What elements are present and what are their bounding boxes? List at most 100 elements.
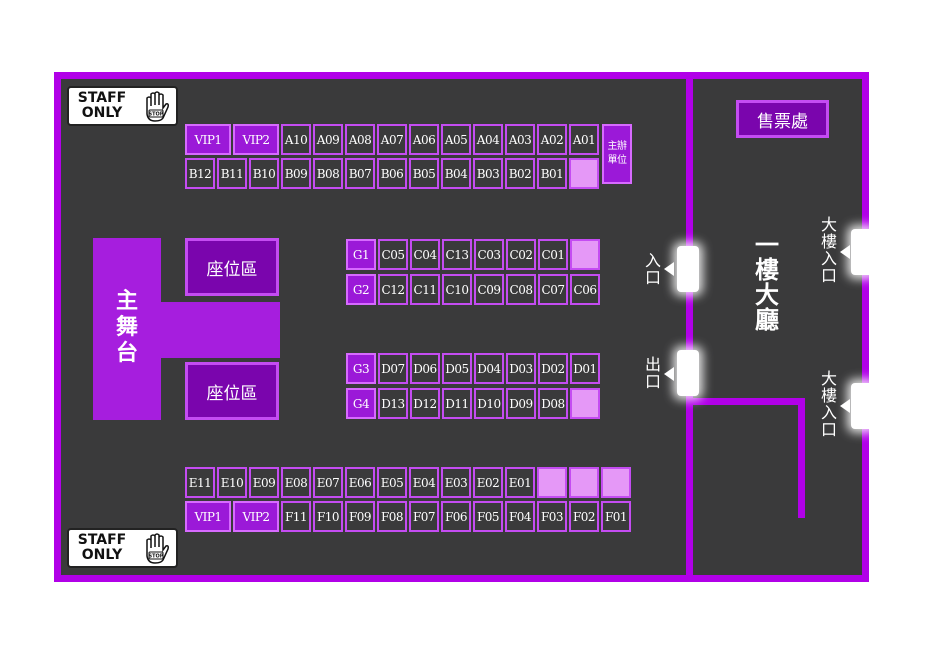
lobby-partition-horizontal <box>693 398 805 405</box>
seat[interactable]: D01 <box>570 353 600 384</box>
seat[interactable]: B06 <box>377 158 407 189</box>
seat[interactable]: C12 <box>378 274 408 305</box>
staff-sign-line2: ONLY <box>81 105 123 121</box>
seat[interactable] <box>569 158 599 189</box>
seat[interactable]: C04 <box>410 239 440 270</box>
seat[interactable]: A07 <box>377 124 407 155</box>
seat[interactable]: B12 <box>185 158 215 189</box>
seat[interactable]: E09 <box>249 467 279 498</box>
seat[interactable]: C13 <box>442 239 472 270</box>
seat[interactable]: D09 <box>506 388 536 419</box>
seat[interactable]: VIP1 <box>185 124 231 155</box>
seat[interactable]: F11 <box>281 501 311 532</box>
building-entrance-arrow-icon-bottom <box>840 399 850 413</box>
seat[interactable]: C02 <box>506 239 536 270</box>
seat[interactable] <box>601 467 631 498</box>
seat[interactable]: A05 <box>441 124 471 155</box>
seat[interactable]: A10 <box>281 124 311 155</box>
seat[interactable]: B05 <box>409 158 439 189</box>
seat[interactable]: D05 <box>442 353 472 384</box>
seating-zone-upper[interactable]: 座位區 <box>185 238 279 296</box>
seat[interactable] <box>570 239 600 270</box>
seat[interactable]: G1 <box>346 239 376 270</box>
seat[interactable]: G4 <box>346 388 376 419</box>
seat[interactable]: C05 <box>378 239 408 270</box>
stop-hand-text: STOP <box>149 554 164 560</box>
stop-hand-text: STOP <box>149 112 164 118</box>
seat[interactable]: F07 <box>409 501 439 532</box>
seat[interactable] <box>570 388 600 419</box>
seat[interactable]: D06 <box>410 353 440 384</box>
seat[interactable]: B04 <box>441 158 471 189</box>
seat[interactable]: C06 <box>570 274 600 305</box>
main-stage <box>93 238 161 420</box>
building-entrance-door-bottom[interactable] <box>851 383 873 429</box>
seat[interactable]: F02 <box>569 501 599 532</box>
seat[interactable]: F04 <box>505 501 535 532</box>
seat[interactable]: B02 <box>505 158 535 189</box>
seat[interactable]: D10 <box>474 388 504 419</box>
seat[interactable]: F06 <box>441 501 471 532</box>
seat[interactable]: F10 <box>313 501 343 532</box>
seat[interactable]: A06 <box>409 124 439 155</box>
seat[interactable]: A08 <box>345 124 375 155</box>
seat[interactable]: A04 <box>473 124 503 155</box>
seat[interactable]: C07 <box>538 274 568 305</box>
seat[interactable]: E11 <box>185 467 215 498</box>
seat[interactable]: D11 <box>442 388 472 419</box>
seat[interactable]: C11 <box>410 274 440 305</box>
seat[interactable]: B01 <box>537 158 567 189</box>
seat[interactable]: A09 <box>313 124 343 155</box>
seat[interactable]: A02 <box>537 124 567 155</box>
seat[interactable]: E07 <box>313 467 343 498</box>
seat[interactable]: B07 <box>345 158 375 189</box>
seat[interactable]: C10 <box>442 274 472 305</box>
seat[interactable]: D12 <box>410 388 440 419</box>
seat[interactable]: E02 <box>473 467 503 498</box>
seat[interactable]: E03 <box>441 467 471 498</box>
seat[interactable]: E10 <box>217 467 247 498</box>
lobby-title: 一樓大廳 <box>755 230 779 334</box>
entrance-door[interactable] <box>677 246 699 292</box>
building-entrance-door-top[interactable] <box>851 229 873 275</box>
seat[interactable]: D13 <box>378 388 408 419</box>
seat[interactable]: B08 <box>313 158 343 189</box>
seat[interactable] <box>537 467 567 498</box>
seat[interactable]: VIP2 <box>233 124 279 155</box>
seat[interactable]: D08 <box>538 388 568 419</box>
seat[interactable]: F08 <box>377 501 407 532</box>
seat[interactable]: A01 <box>569 124 599 155</box>
seat[interactable]: E04 <box>409 467 439 498</box>
seat[interactable]: E01 <box>505 467 535 498</box>
seat[interactable]: G3 <box>346 353 376 384</box>
seat[interactable]: VIP2 <box>233 501 279 532</box>
seat[interactable]: VIP1 <box>185 501 231 532</box>
building-entrance-arrow-icon-top <box>840 245 850 259</box>
seat[interactable]: E08 <box>281 467 311 498</box>
building-entrance-label-bottom: 大樓入口 <box>820 369 837 439</box>
seat[interactable]: F03 <box>537 501 567 532</box>
seat[interactable]: B09 <box>281 158 311 189</box>
seat[interactable]: G2 <box>346 274 376 305</box>
seat[interactable]: A03 <box>505 124 535 155</box>
seat[interactable]: B03 <box>473 158 503 189</box>
seat[interactable]: E05 <box>377 467 407 498</box>
seat[interactable]: F01 <box>601 501 631 532</box>
organizer-seat[interactable]: 主辦單位 <box>602 124 632 184</box>
seat[interactable]: F05 <box>473 501 503 532</box>
seat[interactable] <box>569 467 599 498</box>
seat[interactable]: D02 <box>538 353 568 384</box>
seat[interactable]: D07 <box>378 353 408 384</box>
seat[interactable]: F09 <box>345 501 375 532</box>
seat[interactable]: B11 <box>217 158 247 189</box>
seat[interactable]: C01 <box>538 239 568 270</box>
seat[interactable]: C03 <box>474 239 504 270</box>
seat[interactable]: D03 <box>506 353 536 384</box>
exit-door[interactable] <box>677 350 699 396</box>
seat[interactable]: B10 <box>249 158 279 189</box>
seat[interactable]: D04 <box>474 353 504 384</box>
seat[interactable]: C09 <box>474 274 504 305</box>
seat[interactable]: E06 <box>345 467 375 498</box>
seating-zone-lower[interactable]: 座位區 <box>185 362 279 420</box>
seat[interactable]: C08 <box>506 274 536 305</box>
